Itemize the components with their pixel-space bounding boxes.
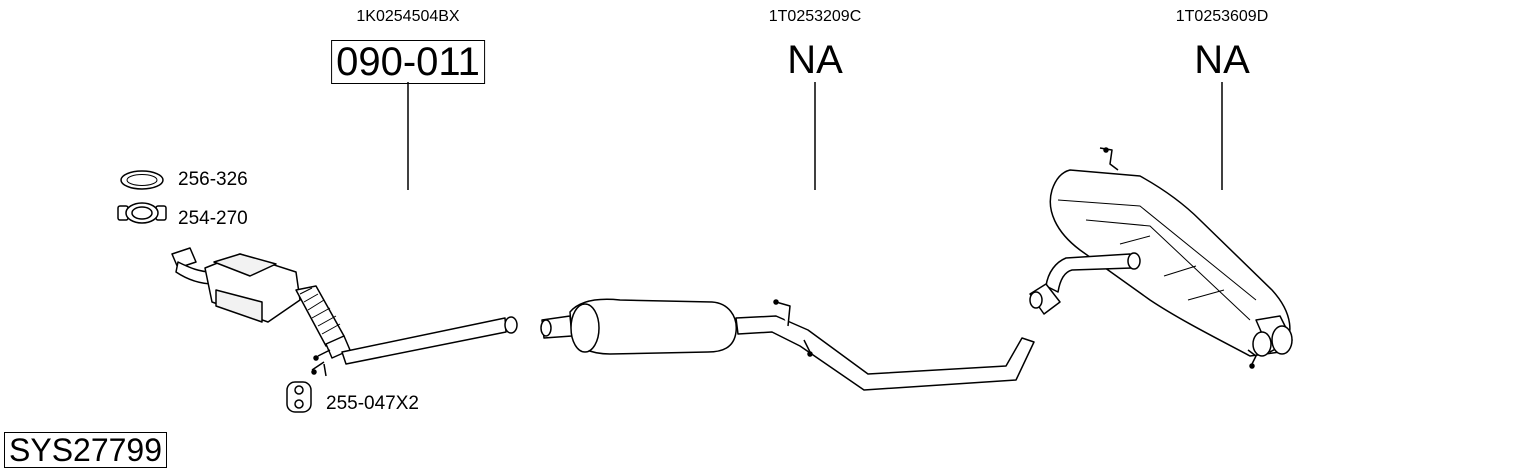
part-number-part-3: NA <box>1194 38 1250 82</box>
accessory-label-hanger[interactable]: 255-047X2 <box>326 393 419 414</box>
oe-number-part-1: 1K0254504BX <box>356 8 460 25</box>
accessory-label-clamp[interactable]: 254-270 <box>178 208 248 229</box>
accessory-label-gasket[interactable]: 256-326 <box>178 169 248 190</box>
catalytic-converter-drawing <box>171 247 518 377</box>
centre-silencer-drawing <box>540 298 1035 391</box>
rear-silencer-drawing <box>1029 147 1293 369</box>
part-number-part-2: NA <box>787 38 843 82</box>
gasket-ring-icon <box>120 170 164 190</box>
rubber-hanger-icon <box>286 381 312 413</box>
oe-number-part-3: 1T0253609D <box>1175 8 1269 25</box>
pipe-clamp-icon <box>117 202 167 224</box>
system-number-box: SYS27799 <box>4 432 168 468</box>
oe-number-part-2: 1T0253209C <box>768 8 862 25</box>
part-number-box-part-1[interactable]: 090-011 <box>331 40 485 84</box>
